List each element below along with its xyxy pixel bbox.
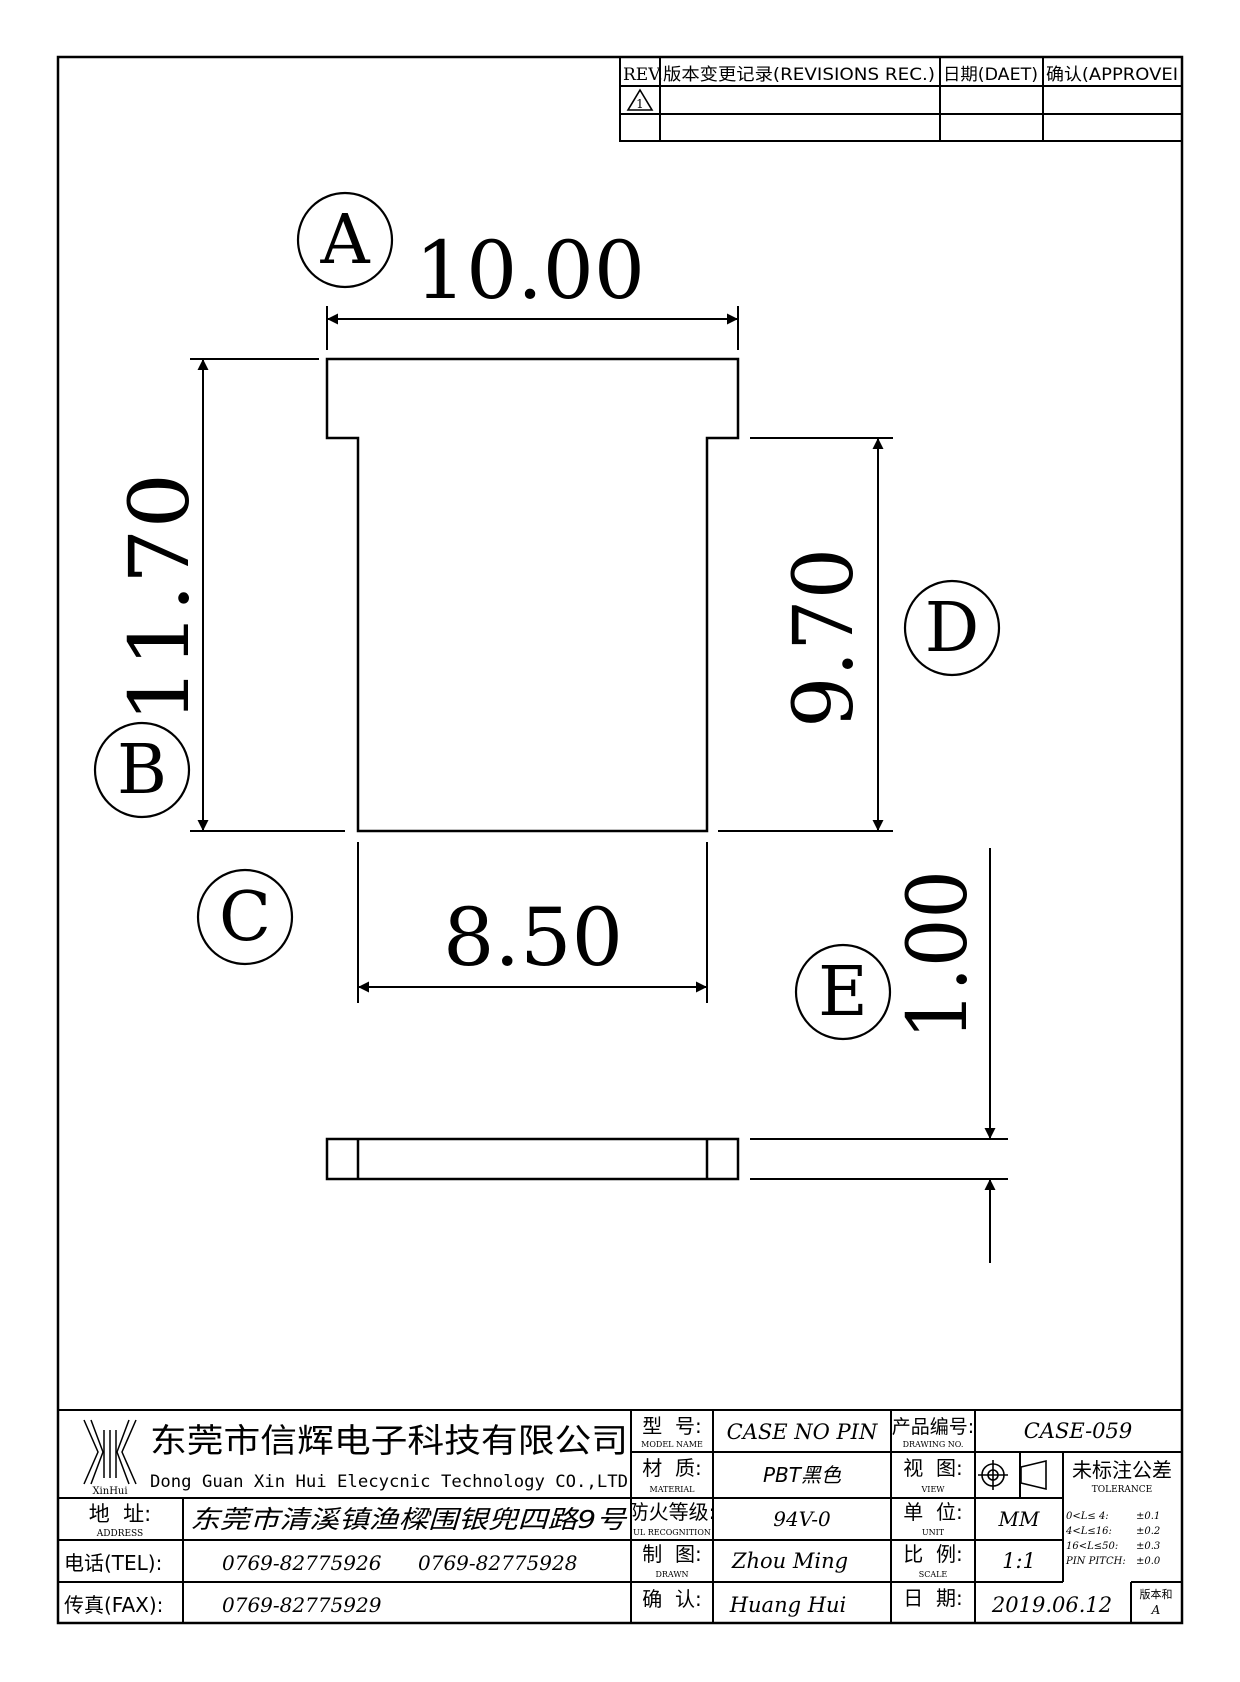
tolerance-range-3: 16<L≤50: xyxy=(1066,1541,1118,1552)
revision-block xyxy=(619,56,1183,142)
callout-a-circle xyxy=(296,191,394,289)
check-value: Huang Hui xyxy=(729,1593,847,1617)
callout-c: C xyxy=(219,878,271,957)
callout-d-circle xyxy=(903,579,1001,677)
tolerance-title: 未标注公差 xyxy=(1072,1458,1172,1482)
drawing-no-value: CASE-059 xyxy=(1024,1419,1133,1443)
model-value: CASE NO PIN xyxy=(727,1420,878,1444)
tolerance-range-1: 0<L≤ 4: xyxy=(1066,1511,1109,1522)
tolerance-value-1: ±0.1 xyxy=(1136,1511,1160,1522)
revision-mark: 1 xyxy=(636,97,644,111)
dimension-e-value: 1.00 xyxy=(891,870,986,1040)
drawing-no-label-en: DRAWING NO. xyxy=(903,1440,964,1449)
version-value: A xyxy=(1151,1603,1161,1617)
first-angle-projection-icon xyxy=(978,1459,1047,1491)
callout-c-circle xyxy=(196,868,294,966)
dimension-d xyxy=(718,437,893,832)
drawn-label-en: DRAWN xyxy=(655,1570,688,1579)
model-label: 型 号: xyxy=(642,1414,701,1438)
part-side-view xyxy=(325,1137,740,1181)
tolerance-value-2: ±0.2 xyxy=(1136,1526,1160,1537)
drawing-no-label: 产品编号: xyxy=(892,1416,974,1438)
tolerance-range-4: PIN PITCH: xyxy=(1065,1556,1126,1567)
dimension-a xyxy=(326,306,739,350)
address-label-en: ADDRESS xyxy=(96,1529,143,1539)
model-label-en: MODEL NAME xyxy=(641,1440,703,1449)
drawn-label: 制 图: xyxy=(642,1542,701,1566)
fax-value: 0769-82775929 xyxy=(222,1593,382,1617)
callout-e: E xyxy=(818,953,868,1032)
material-label-en: MATERIAL xyxy=(650,1485,696,1494)
company-name-cn: 东莞市信辉电子科技有限公司 xyxy=(150,1421,628,1460)
revision-triangle-icon xyxy=(626,88,654,111)
company-logo xyxy=(83,1419,137,1485)
date-header: 日期(DAET) xyxy=(943,65,1038,85)
material-value: PBT黑色 xyxy=(763,1463,842,1487)
dimension-c-value: 8.50 xyxy=(443,891,623,984)
view-label-en: VIEW xyxy=(921,1485,946,1494)
title-block-grid xyxy=(58,1409,1182,1623)
date-label: 日 期: xyxy=(903,1586,962,1610)
ul-label: 防火等级: xyxy=(629,1500,716,1524)
ul-label-en: UL RECOGNITION xyxy=(633,1528,711,1537)
company-name-en: Dong Guan Xin Hui Elecycnic Technology C… xyxy=(150,1472,628,1492)
scale-value: 1:1 xyxy=(1002,1549,1036,1573)
scale-label-en: SCALE xyxy=(919,1570,948,1579)
callout-b: B xyxy=(117,731,167,810)
dimension-e xyxy=(750,848,1008,1263)
tolerance-range-2: 4<L≤16: xyxy=(1065,1526,1112,1537)
unit-label-en: UNIT xyxy=(922,1528,945,1537)
dimension-c xyxy=(357,842,708,1003)
tel-2: 0769-82775928 xyxy=(418,1551,577,1575)
unit-value: MM xyxy=(998,1507,1040,1531)
tel-1: 0769-82775926 xyxy=(222,1551,382,1575)
tolerance-title-en: TOLERANCE xyxy=(1092,1485,1153,1495)
callout-e-circle xyxy=(794,943,892,1041)
logo-text: XinHui xyxy=(92,1486,127,1497)
address-value: 东莞市清溪镇渔樑围银兜四路9号 xyxy=(190,1505,628,1534)
part-front-view xyxy=(325,357,740,833)
drawn-value: Zhou Ming xyxy=(731,1549,848,1573)
date-value: 2019.06.12 xyxy=(991,1593,1112,1617)
unit-label: 单 位: xyxy=(903,1500,962,1524)
tolerance-value-3: ±0.3 xyxy=(1136,1541,1160,1552)
approve-header: 确认(APPROVEI xyxy=(1046,65,1178,85)
tolerance-value-4: ±0.0 xyxy=(1136,1556,1161,1567)
revisions-record-header: 版本变更记录(REVISIONS REC.) xyxy=(663,65,935,85)
dimension-b-value: 11.70 xyxy=(113,473,208,723)
tel-label: 电话(TEL): xyxy=(64,1551,162,1575)
callout-d: D xyxy=(925,589,980,668)
check-label: 确 认: xyxy=(642,1587,701,1611)
fax-label: 传真(FAX): xyxy=(64,1593,163,1617)
material-label: 材 质: xyxy=(642,1456,701,1480)
callout-a: A xyxy=(319,201,370,280)
address-label: 地 址: xyxy=(89,1502,151,1526)
dimension-b xyxy=(190,358,345,832)
dimension-d-value: 9.70 xyxy=(777,548,872,728)
rev-header: REV. xyxy=(623,65,663,85)
callout-b-circle xyxy=(93,721,191,819)
view-label: 视 图: xyxy=(903,1456,962,1480)
ul-value: 94V-0 xyxy=(773,1507,831,1531)
scale-label: 比 例: xyxy=(903,1542,962,1566)
dimension-a-value: 10.00 xyxy=(415,224,645,317)
version-label: 版本和 xyxy=(1140,1587,1173,1601)
